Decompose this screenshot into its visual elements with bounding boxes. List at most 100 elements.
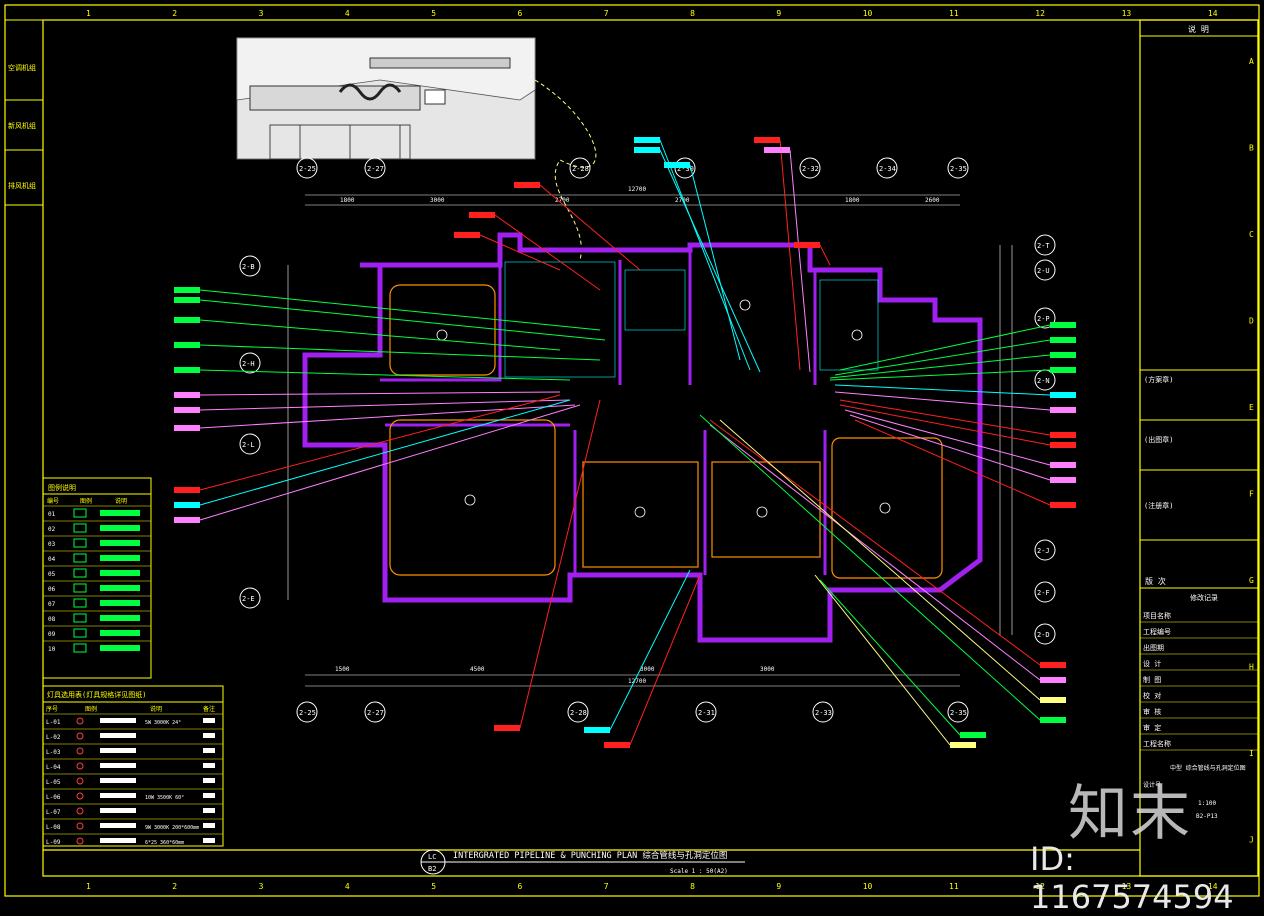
- leader-line: [494, 214, 601, 291]
- legend2-row-code: L-06: [46, 794, 61, 801]
- left-note-2: 新风机组: [8, 121, 36, 130]
- grid-row-label: H: [1249, 663, 1254, 672]
- axis-bubble: [567, 701, 589, 723]
- scale-value: 1:100: [1198, 800, 1216, 807]
- leader-line: [719, 419, 1041, 701]
- grid-row-label: E: [1249, 403, 1254, 412]
- axis-bubble: [239, 587, 261, 609]
- leader-line: [199, 391, 561, 396]
- axis-bubble: [239, 352, 261, 374]
- axis-label: 2-D: [1037, 631, 1050, 639]
- legend2-row-desc: [100, 823, 136, 828]
- grid-row-label: A: [1249, 57, 1254, 66]
- legend1-row-code: 07: [48, 601, 56, 608]
- legend1-row-desc: [100, 510, 140, 516]
- title-field-label: 工程名称: [1143, 739, 1171, 748]
- legend2-row-desc: [100, 733, 136, 738]
- leader-tag: [1040, 662, 1066, 668]
- legend2-row-code: L-07: [46, 809, 61, 816]
- leader-tag: [1050, 367, 1076, 373]
- legend2-row-code: L-03: [46, 749, 61, 756]
- leader-tag: [174, 367, 200, 373]
- leader-line: [834, 391, 1051, 411]
- grid-col-bottom: 5: [431, 882, 436, 891]
- rev-title: 修改记录: [1190, 593, 1218, 602]
- leader-tag: [174, 517, 200, 523]
- left-note-1: 空调机组: [8, 63, 36, 72]
- title-field-label: 校 对: [1143, 691, 1161, 700]
- legend1-row-symbol: [73, 523, 87, 533]
- drawing-title-block: LC B2 INTERGRATED PIPELINE & PUNCHING PL…: [420, 849, 745, 875]
- leader-tag: [1050, 432, 1076, 438]
- grid-col-top: 7: [604, 9, 609, 18]
- axis-label: 2-27: [367, 709, 384, 717]
- grid-col-top: 9: [776, 9, 781, 18]
- legend1-row-symbol: [73, 583, 87, 593]
- legend1-row-symbol: [73, 598, 87, 608]
- leader-tag: [1050, 337, 1076, 343]
- grid-col-bottom: 2: [172, 882, 177, 891]
- legend1-row-symbol: [73, 553, 87, 563]
- legend1-row-desc: [100, 615, 140, 621]
- legend1-row-code: 09: [48, 631, 56, 638]
- drawing-tag-top: LC: [428, 853, 436, 861]
- leader-tag: [1050, 392, 1076, 398]
- legend2-row-note: [203, 718, 215, 723]
- axis-bubble: [364, 701, 386, 723]
- legend1-col-3: 说明: [115, 497, 127, 505]
- axis-label: 2-J: [1037, 547, 1050, 555]
- leader-line: [199, 344, 601, 361]
- grid-col-top: 6: [518, 9, 523, 18]
- leader-tag: [174, 487, 200, 493]
- dim-top: 1800: [340, 197, 355, 204]
- leader-line: [834, 339, 1051, 376]
- grid-col-bottom: 10: [863, 882, 873, 891]
- axis-label: 2-34: [879, 165, 896, 173]
- legend2-row-symbol: [76, 822, 84, 830]
- leader-tag: [634, 147, 660, 153]
- dim-bottom: 3000: [640, 666, 655, 673]
- grid-row-label: B: [1249, 144, 1254, 153]
- leader-line: [779, 139, 801, 371]
- legend1-row-desc: [100, 570, 140, 576]
- leader-tag: [174, 407, 200, 413]
- leader-line: [839, 399, 1051, 436]
- leader-line: [689, 164, 741, 361]
- legend2-row-note: [203, 748, 215, 753]
- legend1-row-code: 05: [48, 571, 56, 578]
- grid-row-label: D: [1249, 317, 1254, 326]
- dim-top-total: 12700: [628, 186, 646, 193]
- axis-bubble: [695, 701, 717, 723]
- title-field-label: 审 定: [1143, 723, 1161, 732]
- axis-bubble: [569, 157, 591, 179]
- grid-col-top: 3: [259, 9, 264, 18]
- grid-col-top: 5: [431, 9, 436, 18]
- axis-bubble: [1034, 234, 1056, 256]
- leader-line: [709, 419, 1041, 666]
- legend2-row-symbol: [76, 777, 84, 785]
- leader-tag: [1040, 697, 1066, 703]
- legend1-row-symbol: [73, 508, 87, 518]
- dim-bottom: 1500: [335, 666, 350, 673]
- grid-row-label: G: [1249, 576, 1254, 585]
- grid-col-bottom: 11: [949, 882, 959, 891]
- legend1-row-symbol: [73, 568, 87, 578]
- legend1-row-desc: [100, 600, 140, 606]
- title-field-label: 制 图: [1143, 675, 1161, 684]
- legend1-row-symbol: [73, 538, 87, 548]
- leader-tag: [950, 742, 976, 748]
- legend1-row-desc: [100, 540, 140, 546]
- leader-line: [479, 234, 561, 271]
- grid-col-bottom: 13: [1122, 882, 1132, 891]
- legend1-row-code: 01: [48, 511, 56, 518]
- axis-label: 2-27: [367, 165, 384, 173]
- inset-3d-view: [236, 37, 597, 261]
- axis-bubble: [296, 701, 318, 723]
- sheet-frame: [4, 4, 1260, 897]
- leader-tag: [664, 162, 690, 168]
- dim-bottom: 3000: [760, 666, 775, 673]
- legend2-row-symbol: [76, 792, 84, 800]
- legend2-row-symbol: [76, 762, 84, 770]
- brand-watermark: 知末: [1068, 779, 1192, 849]
